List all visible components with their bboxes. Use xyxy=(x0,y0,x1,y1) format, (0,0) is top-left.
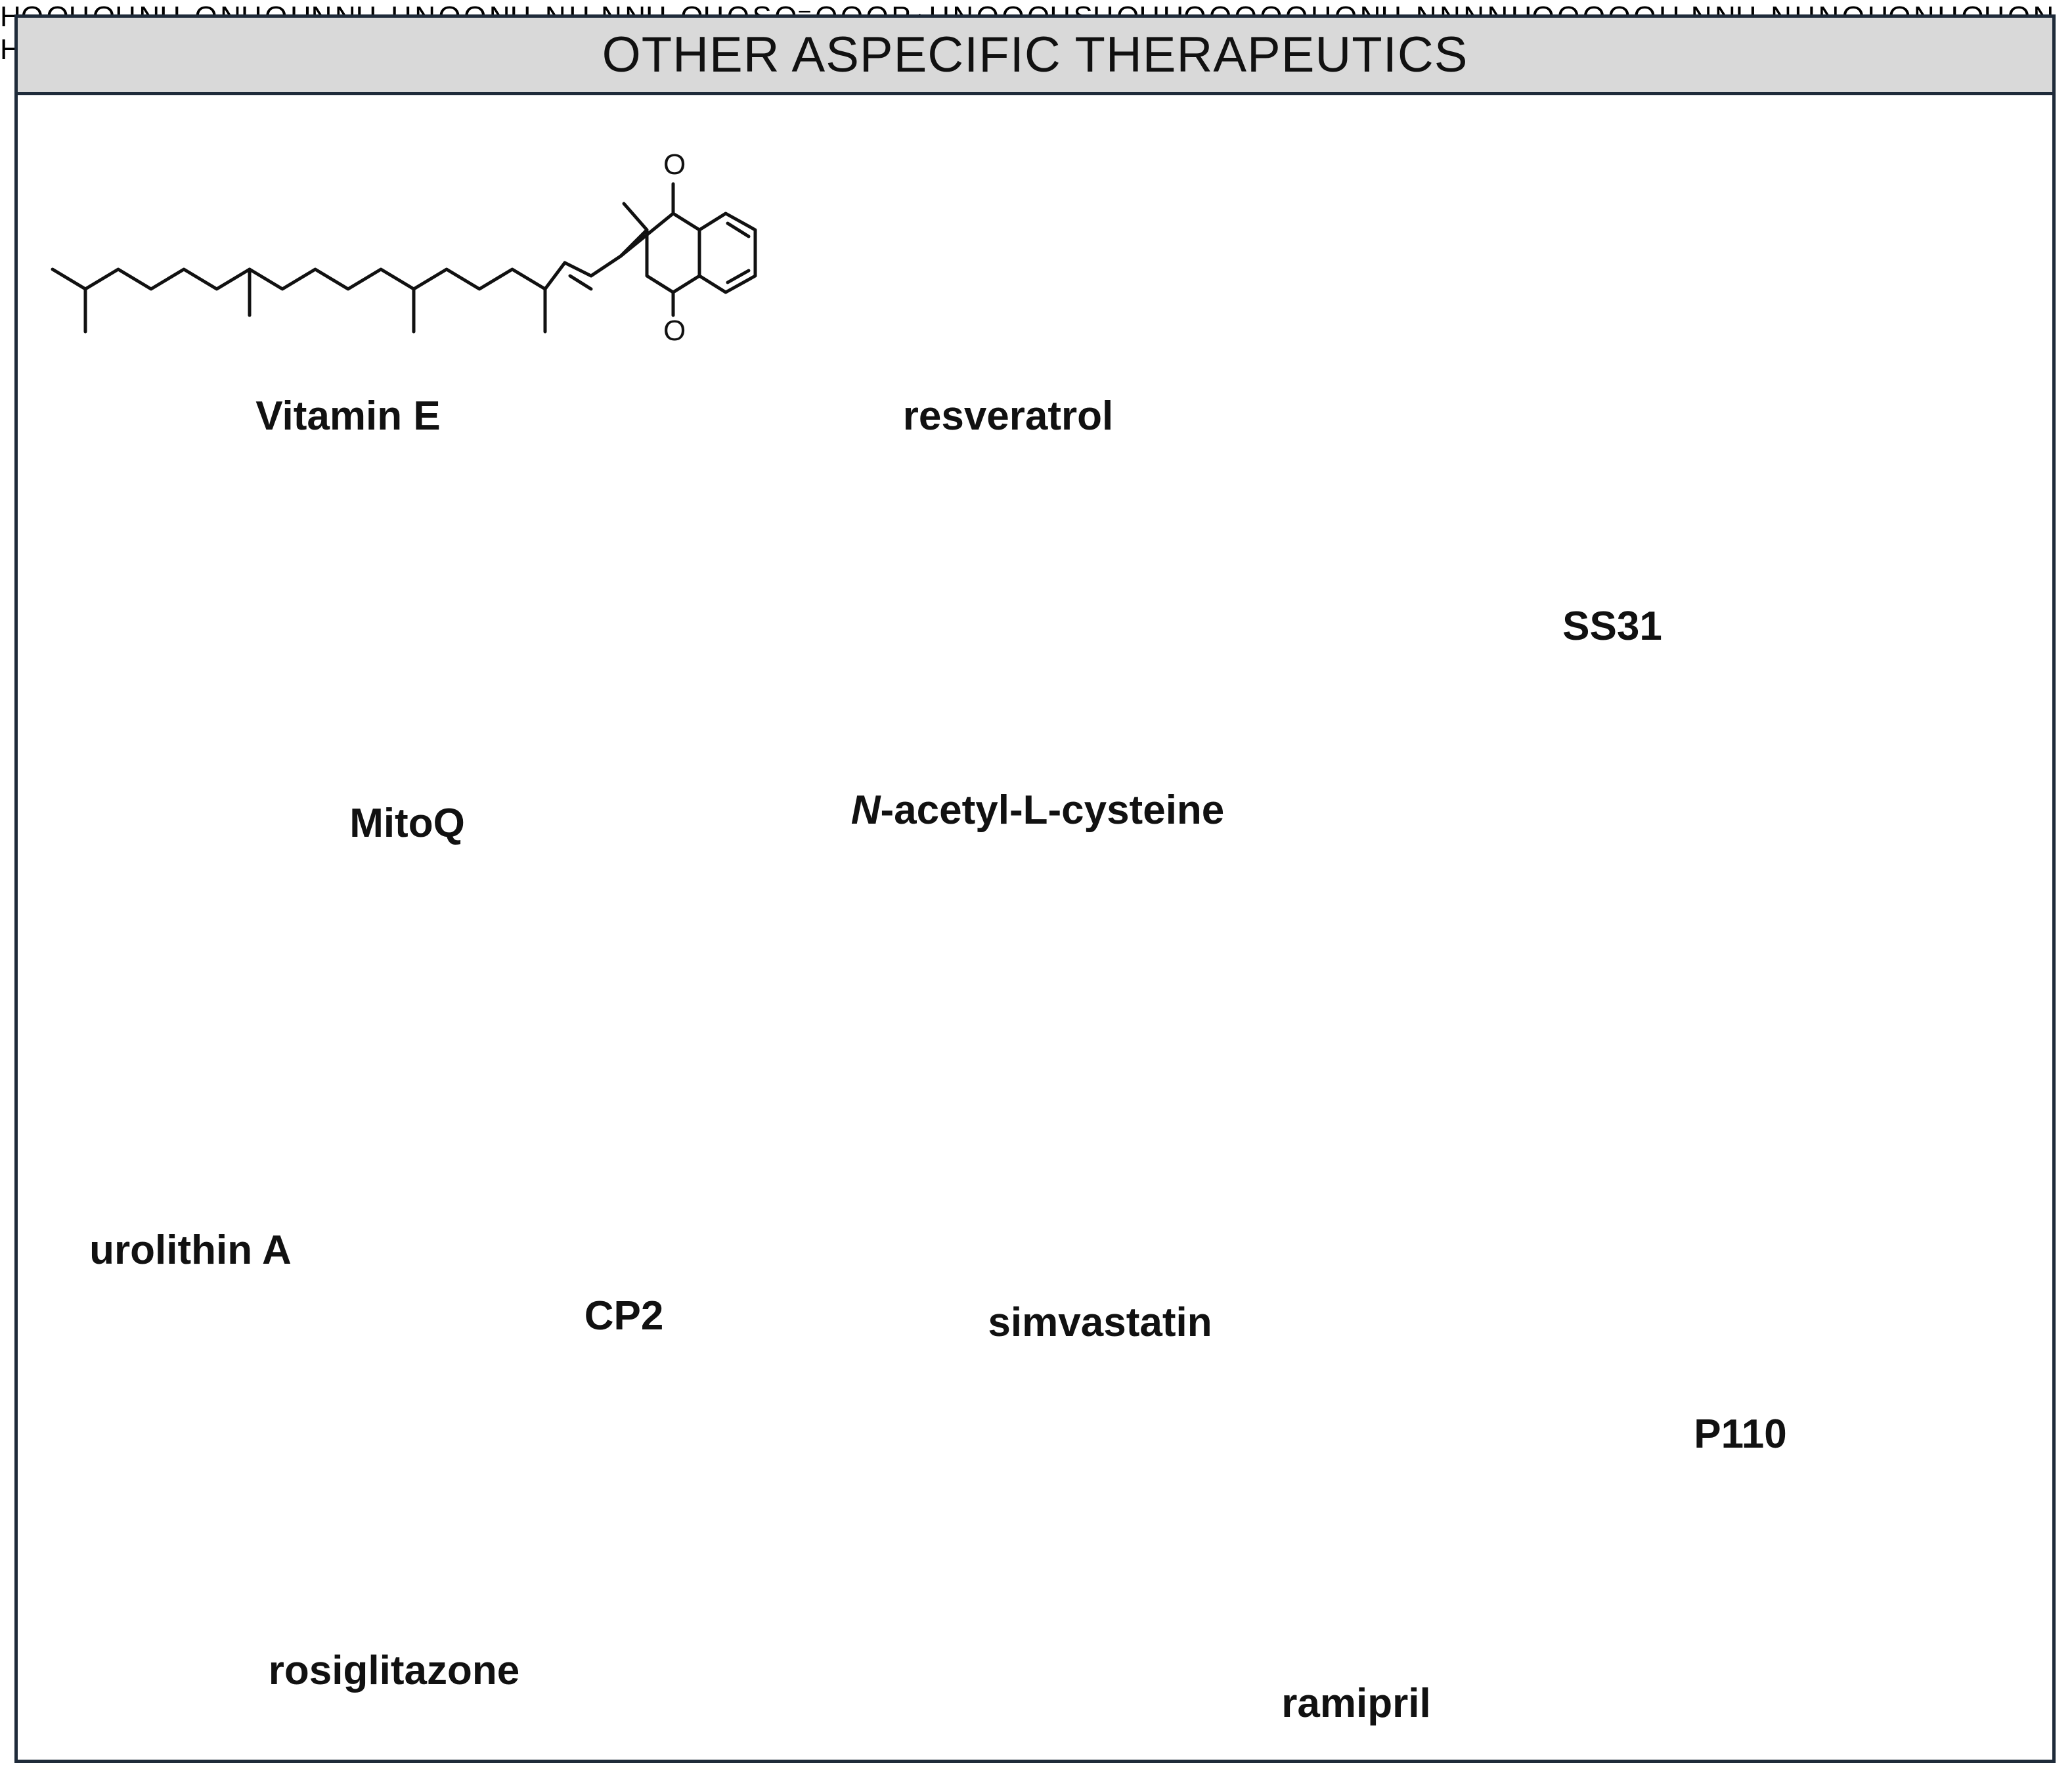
label-rosiglitazone: rosiglitazone xyxy=(268,1648,520,1693)
structure-vitamin-e: O O xyxy=(51,148,757,347)
label-n-acetyl-italic: N xyxy=(850,788,881,833)
label-p110: P110 xyxy=(1694,1412,1787,1457)
label-cp2: CP2 xyxy=(584,1293,664,1339)
label-mitoq: MitoQ xyxy=(349,801,465,846)
label-ss31: SS31 xyxy=(1562,604,1662,649)
label-n-acetyl-rest: -acetyl-L-cysteine xyxy=(880,788,1225,833)
label-n-acetyl-l-cysteine: N-acetyl-L-cysteine xyxy=(851,787,1225,834)
atom-o: O xyxy=(663,148,686,181)
label-urolithin-a: urolithin A xyxy=(89,1228,292,1273)
atom-o: O xyxy=(663,315,686,347)
header-bar: OTHER ASPECIFIC THERAPEUTICS xyxy=(18,18,2052,95)
label-simvastatin: simvastatin xyxy=(988,1300,1212,1345)
label-ramipril: ramipril xyxy=(1281,1681,1431,1726)
label-resveratrol: resveratrol xyxy=(902,393,1114,439)
label-vitamin-e: Vitamin E xyxy=(255,393,441,439)
figure-title: OTHER ASPECIFIC THERAPEUTICS xyxy=(602,27,1468,83)
figure-panel: OTHER ASPECIFIC THERAPEUTICS xyxy=(14,14,2056,1763)
